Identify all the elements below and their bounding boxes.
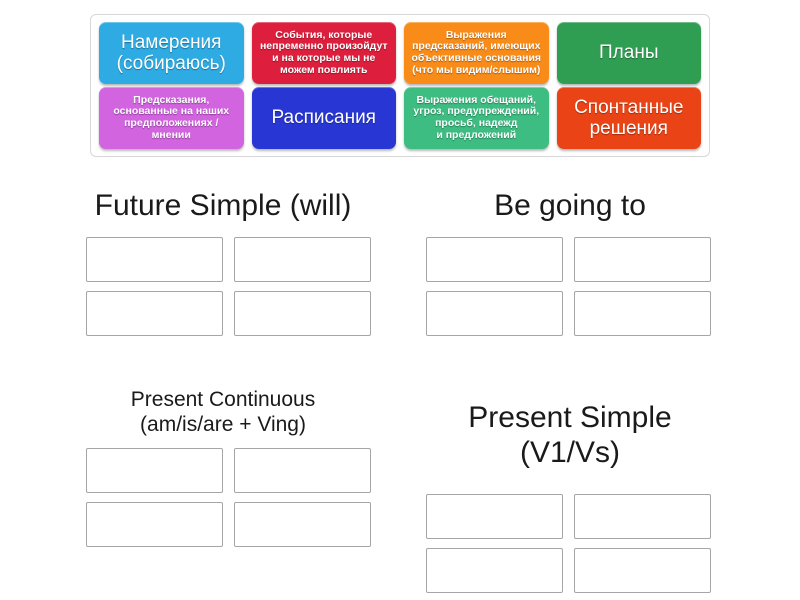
tile-row-1: Намерения (собираюсь) События, которые не… [99, 22, 701, 84]
answer-tile-promises[interactable]: Выражения обещаний, угроз, предупреждени… [404, 87, 549, 149]
drop-slot[interactable] [86, 501, 223, 547]
drop-slot[interactable] [574, 291, 711, 337]
drop-slot[interactable] [426, 547, 563, 593]
group-future-simple: Future Simple (will) [78, 188, 371, 337]
group-be-going-to: Be going to [425, 188, 715, 337]
drop-slots-present-simple [426, 493, 715, 593]
answer-tile-label: Намерения (собираюсь) [116, 31, 226, 74]
drop-slot[interactable] [86, 237, 223, 283]
group-present-simple: Present Simple (V1/Vs) [425, 388, 715, 593]
drop-slot[interactable] [574, 547, 711, 593]
drop-slot[interactable] [574, 493, 711, 539]
answer-tile-certain-events[interactable]: События, которые непременно произойдут и… [251, 22, 396, 84]
tile-row-2: Предсказания, основанные на наших предпо… [99, 87, 701, 149]
answer-tile-label: Предсказания, основанные на наших предпо… [113, 93, 230, 141]
answer-tile-evidence-predictions[interactable]: Выражения предсказаний, имеющих объектив… [404, 22, 549, 84]
answer-tile-intentions[interactable]: Намерения (собираюсь) [99, 22, 244, 84]
drop-slots-present-continuous [86, 447, 371, 547]
answer-tile-label: События, которые непременно произойдут и… [259, 28, 388, 76]
answer-tile-label: Выражения предсказаний, имеющих объектив… [411, 28, 542, 76]
group-title-be-going-to: Be going to [494, 189, 646, 222]
answer-tile-label: Спонтанные решения [574, 96, 684, 139]
drop-slot[interactable] [426, 291, 563, 337]
group-present-continuous: Present Continuous (am/is/are + Ving) [78, 388, 371, 547]
answer-tile-label: Выражения обещаний, угроз, предупреждени… [413, 93, 540, 141]
answer-tile-opinion-predictions[interactable]: Предсказания, основанные на наших предпо… [99, 87, 244, 149]
drop-slot[interactable] [426, 493, 563, 539]
drop-slot[interactable] [86, 291, 223, 337]
group-title-future-simple: Future Simple (will) [94, 189, 352, 222]
group-title-present-simple: Present Simple (V1/Vs) [468, 401, 672, 470]
answer-tile-label: Расписания [271, 107, 376, 129]
answer-tile-label: Планы [599, 42, 659, 64]
drop-slot[interactable] [426, 237, 563, 283]
answer-tile-spontaneous[interactable]: Спонтанные решения [556, 87, 701, 149]
drop-slot[interactable] [86, 447, 223, 493]
answer-tile-timetables[interactable]: Расписания [251, 87, 396, 149]
answer-tile-tray: Намерения (собираюсь) События, которые не… [90, 14, 710, 157]
drop-slots-be-going-to [426, 237, 715, 337]
drop-slot[interactable] [234, 501, 371, 547]
drop-slot[interactable] [234, 447, 371, 493]
drop-slot[interactable] [574, 237, 711, 283]
drop-slot[interactable] [234, 237, 371, 283]
drop-slot[interactable] [234, 291, 371, 337]
group-title-present-continuous: Present Continuous (am/is/are + Ving) [130, 388, 316, 436]
drop-slots-future-simple [86, 237, 371, 337]
answer-tile-plans[interactable]: Планы [556, 22, 701, 84]
